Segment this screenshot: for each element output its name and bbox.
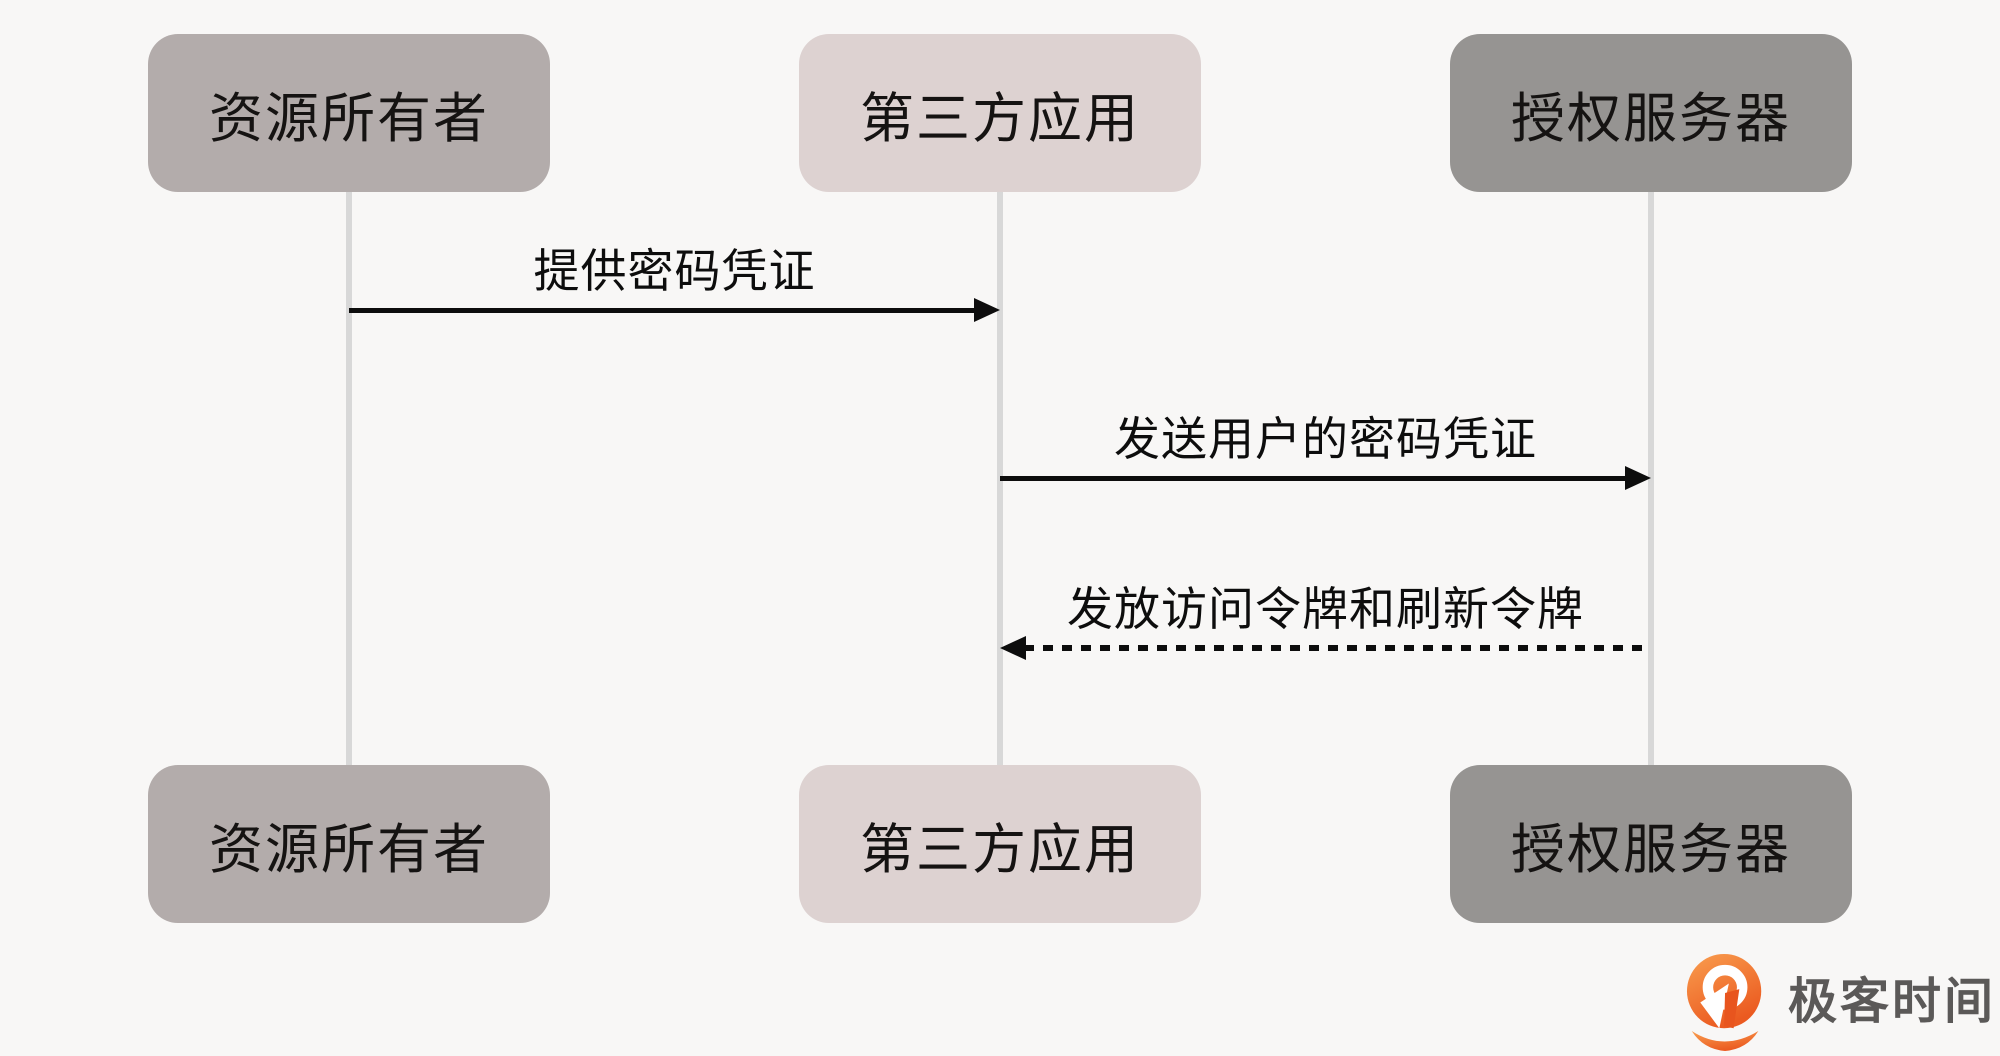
lifeline-resource-owner (346, 192, 352, 765)
lifeline-authorization-server (1648, 192, 1654, 765)
message-label-0: 提供密码凭证 (533, 245, 816, 297)
actor-label: 授权服务器 (1511, 819, 1791, 880)
message-label-2: 发放访问令牌和刷新令牌 (1067, 583, 1584, 635)
geektime-logo-text: 极客时间 (1788, 975, 1997, 1029)
actor-label: 资源所有者 (209, 819, 489, 880)
actor-box-third-party-app-top: 第三方应用 (799, 34, 1201, 192)
geektime-logo: 极客时间 (1686, 952, 1996, 1052)
message-line-1 (1000, 476, 1627, 481)
message-line-0 (349, 308, 976, 313)
message-arrowhead-0 (974, 298, 1000, 322)
actor-box-authorization-server-top: 授权服务器 (1450, 34, 1852, 192)
message-label-1: 发送用户的密码凭证 (1114, 413, 1537, 465)
geektime-logo-icon (1686, 953, 1762, 1051)
message-arrowhead-1 (1625, 466, 1651, 490)
actor-box-authorization-server-bottom: 授权服务器 (1450, 765, 1852, 923)
actor-label: 资源所有者 (209, 88, 489, 149)
actor-label: 授权服务器 (1511, 88, 1791, 149)
message-arrowhead-2 (1000, 636, 1026, 660)
actor-label: 第三方应用 (860, 88, 1140, 149)
actor-box-resource-owner-top: 资源所有者 (148, 34, 550, 192)
message-line-2 (1024, 645, 1651, 651)
actor-box-resource-owner-bottom: 资源所有者 (148, 765, 550, 923)
actor-box-third-party-app-bottom: 第三方应用 (799, 765, 1201, 923)
actor-label: 第三方应用 (860, 819, 1140, 880)
